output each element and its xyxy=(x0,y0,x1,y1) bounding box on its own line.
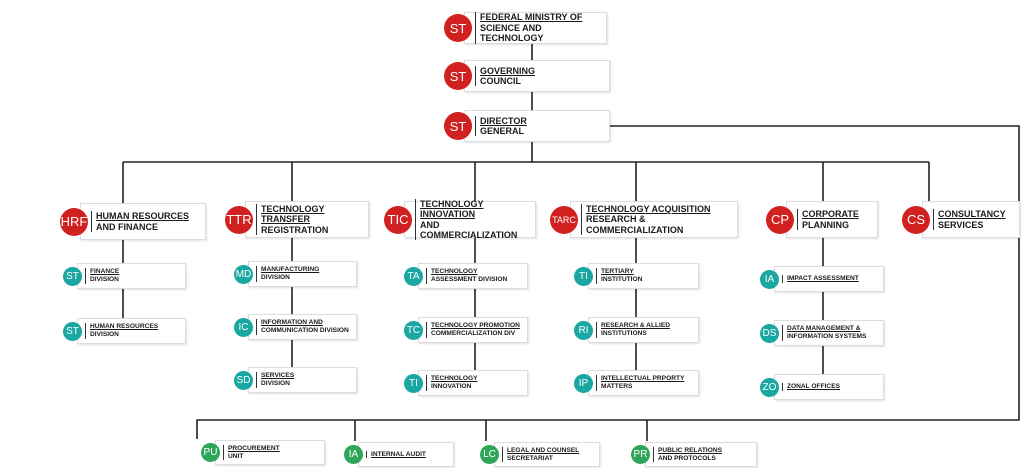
department-badge: CS xyxy=(902,205,930,234)
division-badge: ST xyxy=(63,321,82,341)
division-node: IA IMPACT ASSESSMENT xyxy=(760,266,884,292)
unit-badge: LC xyxy=(480,445,499,464)
division-badge: IC xyxy=(234,317,253,337)
division-label: DATA MANAGEMENT &INFORMATION SYSTEMS xyxy=(782,325,866,341)
unit-badge: PR xyxy=(631,445,650,464)
division-badge: IP xyxy=(574,373,593,393)
division-badge: RI xyxy=(574,320,593,340)
department-badge: HRF xyxy=(60,207,88,236)
division-label: IMPACT ASSESSMENT xyxy=(782,275,859,283)
division-badge: TI xyxy=(574,266,593,286)
unit-label: INTERNAL AUDIT xyxy=(366,450,426,459)
division-badge: SD xyxy=(234,370,253,390)
unit-badge: PU xyxy=(201,443,220,462)
unit-internal-audit: IA INTERNAL AUDIT xyxy=(344,442,454,467)
division-label: ZONAL OFFICES xyxy=(782,383,840,391)
division-badge: ZO xyxy=(760,377,779,397)
division-badge: MD xyxy=(234,264,253,284)
department-badge: TARC xyxy=(550,205,578,234)
division-node: ZO ZONAL OFFICES xyxy=(760,374,884,400)
division-badge: IA xyxy=(760,269,779,289)
department-badge: TIC xyxy=(384,205,412,234)
division-badge: DS xyxy=(760,323,779,343)
department-badge: TTR xyxy=(225,205,253,234)
division-badge: TC xyxy=(404,320,423,340)
department-badge: CP xyxy=(766,205,794,234)
division-badge: TA xyxy=(404,266,423,286)
division-badge: ST xyxy=(63,266,82,286)
division-badge: TI xyxy=(404,373,423,393)
ministry-badge: ST xyxy=(444,14,472,42)
director-general-badge: ST xyxy=(444,112,472,140)
governing-council-badge: ST xyxy=(444,62,472,90)
unit-badge: IA xyxy=(344,445,363,464)
division-node: DS DATA MANAGEMENT &INFORMATION SYSTEMS xyxy=(760,320,884,346)
